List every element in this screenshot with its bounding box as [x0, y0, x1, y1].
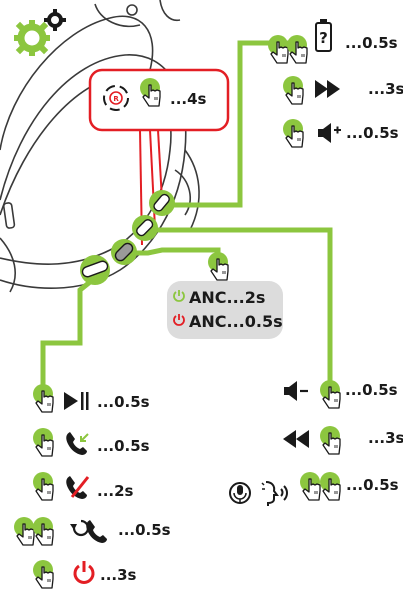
finger-press-icon	[32, 516, 54, 546]
svg-text:?: ?	[319, 29, 328, 47]
power-icon	[73, 561, 95, 584]
finger-press-icon	[13, 516, 35, 546]
battery-duration-label: ...0.5s	[345, 34, 398, 52]
power-icon	[172, 289, 186, 306]
rewind-duration-label: ...3s	[368, 429, 403, 447]
fast-forward-icon	[315, 80, 340, 98]
volume-up-icon	[318, 123, 341, 143]
finger-press-icon	[267, 34, 289, 64]
finger-press-icon	[282, 118, 304, 148]
play-pause-icon	[64, 392, 89, 410]
volume-up-duration-label: ...0.5s	[346, 124, 399, 142]
finger-press-icon	[319, 425, 341, 455]
finger-press-icon	[286, 34, 308, 64]
power-off-duration-label: ...3s	[100, 566, 137, 584]
volume-down-duration-label: ...0.5s	[345, 381, 398, 399]
reset-icon: R	[103, 85, 129, 111]
microphone-icon	[229, 482, 251, 504]
finger-press-icon	[207, 251, 229, 281]
play-pause-duration-label: ...0.5s	[97, 393, 150, 411]
headphone-buttons	[80, 190, 175, 285]
redial-duration-label: ...0.5s	[118, 521, 171, 539]
anc-on-label: ANC...2s	[189, 288, 266, 307]
volume-down-icon	[284, 381, 308, 401]
finger-press-icon	[319, 379, 341, 409]
finger-press-icon	[299, 471, 321, 501]
finger-press-icon	[32, 427, 54, 457]
incoming-call-icon	[66, 432, 89, 455]
power-icon	[172, 313, 186, 330]
finger-press-icon	[32, 471, 54, 501]
gears-icon	[14, 9, 66, 56]
forward-duration-label: ...3s	[368, 80, 403, 98]
anc-callout-box	[167, 281, 283, 339]
anc-on-row: ANC...2s	[172, 289, 265, 306]
voice-speaking-icon	[261, 481, 288, 506]
finger-press-icon	[32, 559, 54, 589]
svg-text:R: R	[113, 95, 119, 103]
voice-assistant-duration-label: ...0.5s	[346, 476, 399, 494]
anc-off-label: ANC...0.5s	[189, 312, 283, 331]
reject-call-icon	[66, 476, 90, 499]
finger-press-icon	[282, 75, 304, 105]
answer-call-duration-label: ...0.5s	[97, 437, 150, 455]
redial-icon	[70, 519, 107, 543]
battery-query-icon: ?	[315, 19, 332, 52]
rewind-icon	[283, 430, 309, 448]
reset-duration-label: ...4s	[170, 90, 207, 108]
anc-off-row: ANC...0.5s	[172, 313, 283, 330]
reject-call-duration-label: ...2s	[97, 482, 134, 500]
finger-press-icon	[32, 383, 54, 413]
finger-press-icon	[319, 471, 341, 501]
